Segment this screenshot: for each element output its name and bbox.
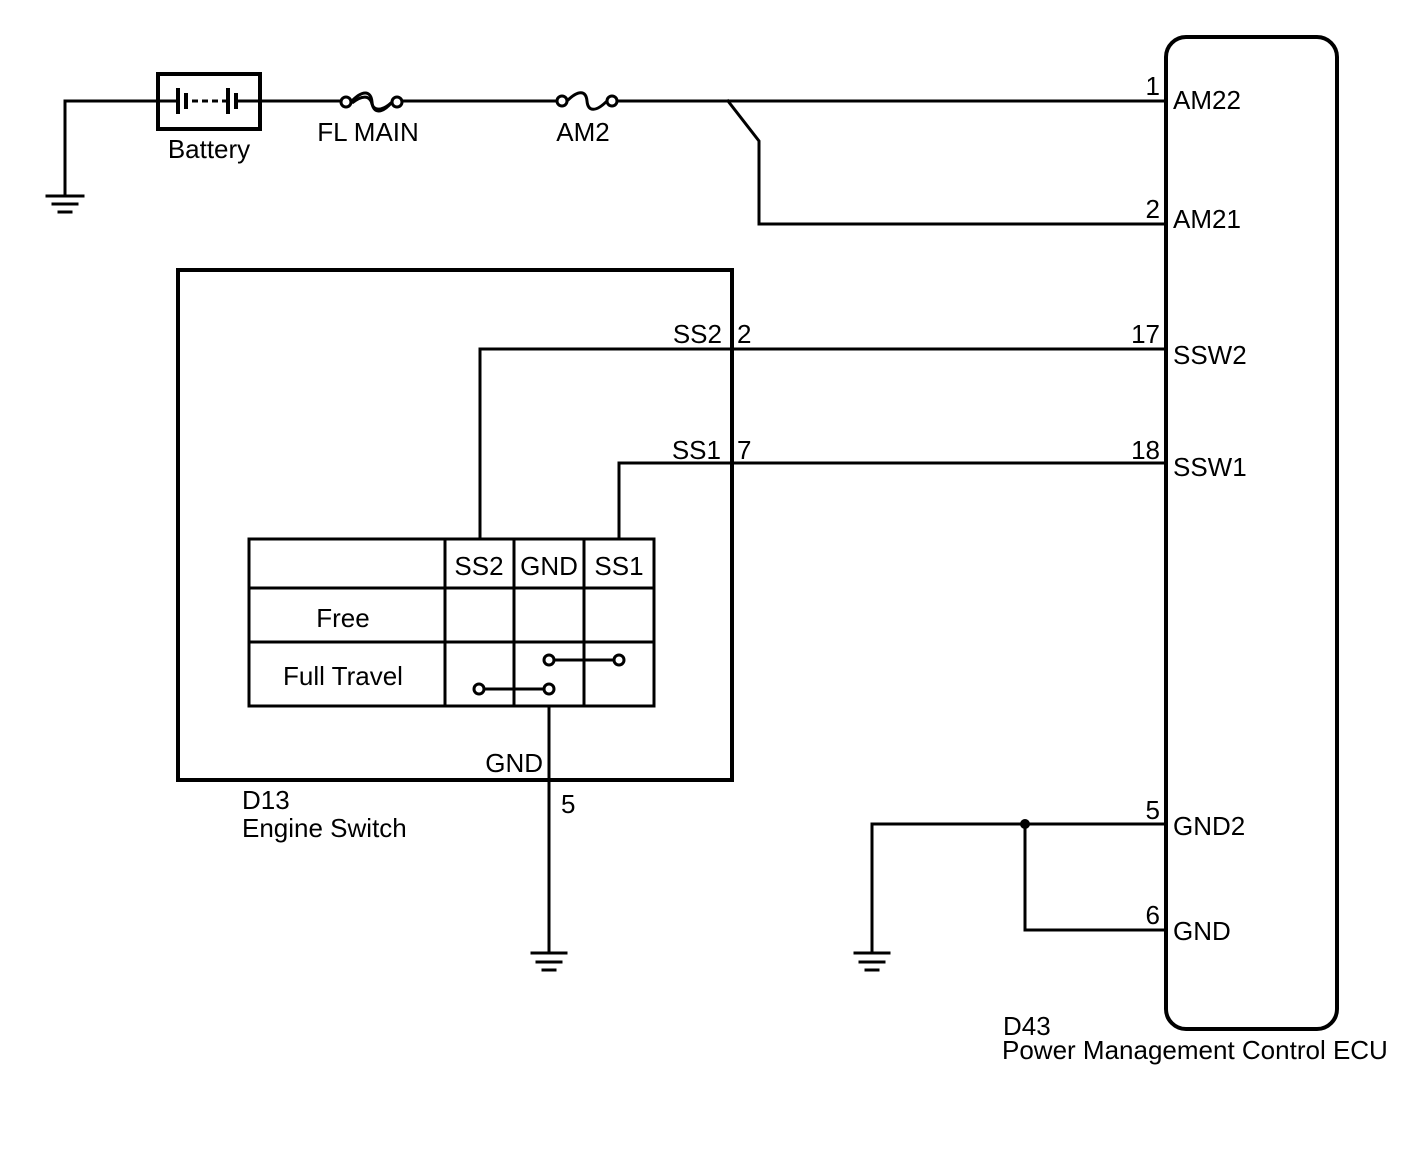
wire-ssw2 [478,347,1168,541]
ecu-ground-symbol [853,951,891,972]
ecu-pin-number: 2 [1146,194,1160,224]
ecu-pin-name: GND [1173,916,1231,946]
switch-pin-name: GND [485,748,543,778]
engine-switch-box [176,268,734,782]
table-row-label: Full Travel [283,661,403,691]
battery-symbol [156,72,262,131]
am2-label: AM2 [556,117,609,147]
ecu-pin-number: 1 [1146,71,1160,101]
ecu-pin-number: 18 [1131,435,1160,465]
switch-name: Engine Switch [242,813,407,843]
wire-am21 [725,98,1168,226]
switch-code: D13 [242,785,290,815]
ecu-code: D43 [1003,1011,1051,1041]
ecu-pin-number: 6 [1146,900,1160,930]
switch-pin-number: 5 [561,789,575,819]
fl-main-label: FL MAIN [317,117,419,147]
connection-gnd-ss1 [542,653,626,667]
splice-junction [1020,819,1030,829]
battery-ground-symbol [45,99,85,214]
fl-main-fuse-symbol [339,91,404,113]
switch-pin-number: 7 [737,435,751,465]
ecu-pin-number: 17 [1131,319,1160,349]
ecu-pin-number: 5 [1146,795,1160,825]
switch-pin-number: 2 [737,319,751,349]
table-row-label: Free [316,603,369,633]
battery-label: Battery [168,134,250,164]
switch-pin-name: SS2 [673,319,722,349]
switch-pin-name: SS1 [672,435,721,465]
ecu-pin-name: GND2 [1173,811,1245,841]
ecu-pin-name: AM21 [1173,204,1241,234]
ecu-pin-name: SSW2 [1173,340,1247,370]
ecu-box [1164,35,1339,1031]
table-header: SS2 [454,551,503,581]
switch-ground-symbol [530,951,568,972]
wire-ssw1 [617,461,1168,541]
table-header: GND [520,551,578,581]
ecu-pin-name: AM22 [1173,85,1241,115]
table-header: SS1 [594,551,643,581]
am2-fuse-symbol [555,91,619,111]
wire-gnd [1023,822,1168,932]
wire-gnd2 [870,822,1168,952]
connection-ss2-gnd [472,682,556,696]
ecu-pin-name: SSW1 [1173,452,1247,482]
ecu-name: Power Management Control ECU [1002,1035,1388,1065]
switch-state-table [247,537,656,708]
